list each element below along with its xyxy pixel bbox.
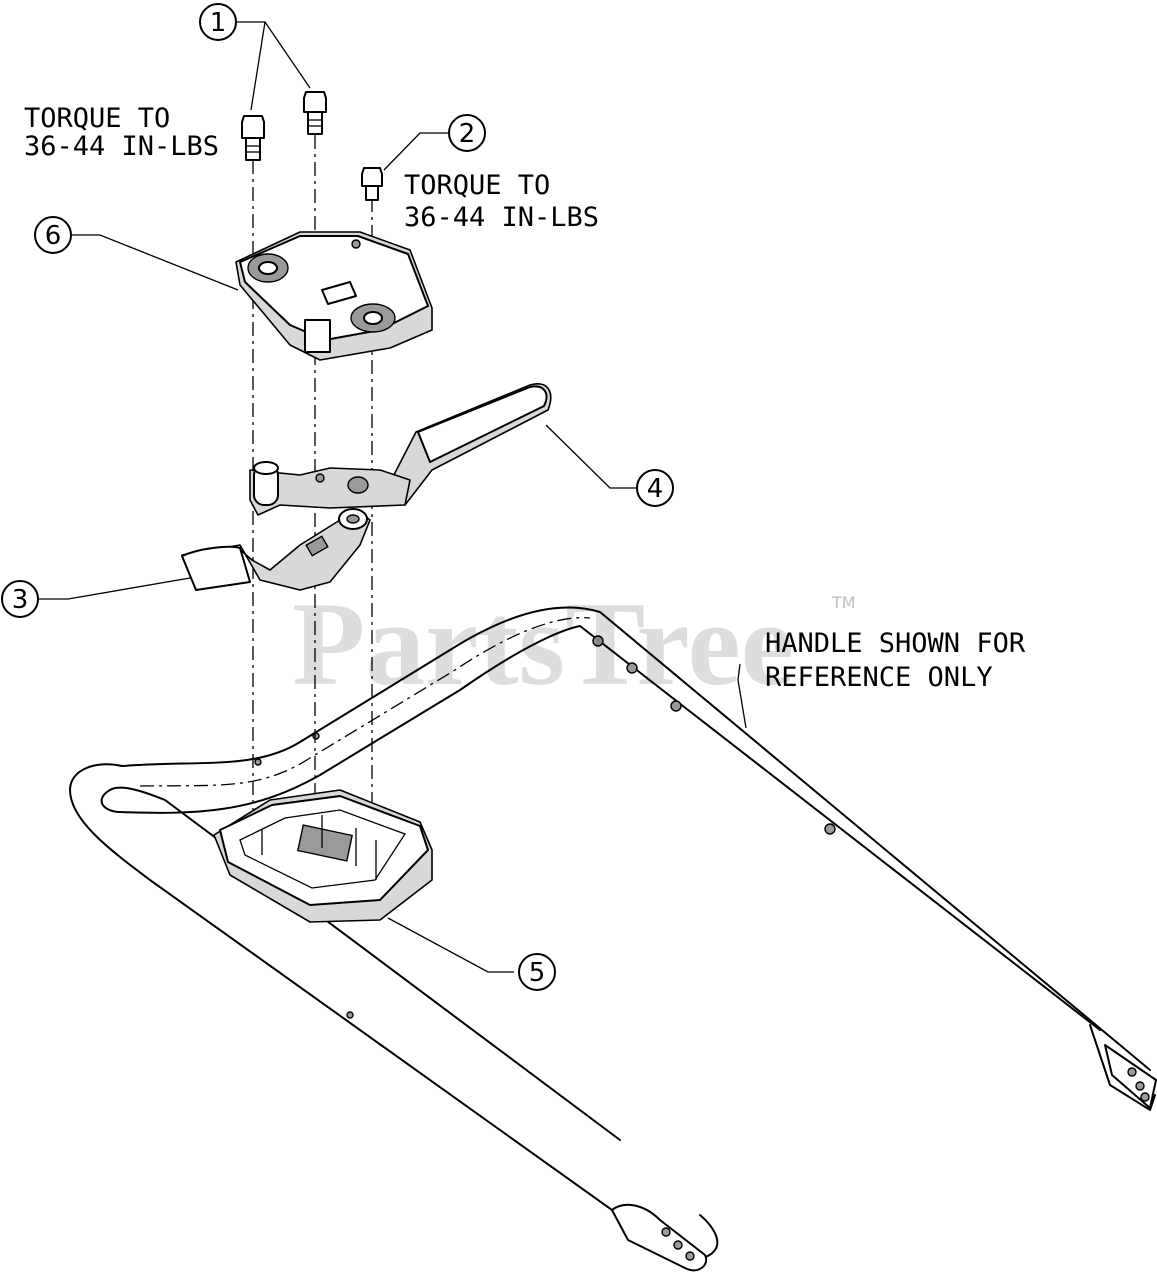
handle-note-line1: HANDLE SHOWN FOR (765, 628, 1026, 659)
callout-3: 3 (1, 580, 39, 618)
handle-note-line2: REFERENCE ONLY (765, 662, 993, 693)
callout-6-label: 6 (45, 221, 62, 251)
upper-cover-part-6 (235, 231, 433, 361)
torque-note-2-line1: TORQUE TO (404, 170, 550, 201)
bolt-part-1-b (303, 91, 327, 135)
torque-note-1-line2: 36-44 IN-LBS (24, 131, 219, 162)
handle-note: HANDLE SHOWN FOR REFERENCE ONLY (765, 628, 1026, 693)
callout-6: 6 (34, 216, 72, 254)
torque-note-2-line2: 36-44 IN-LBS (404, 202, 599, 233)
watermark-text: PartsTree (292, 577, 794, 710)
bolt-part-2 (361, 167, 383, 201)
watermark-trademark: TM (831, 593, 856, 612)
callout-2: 2 (448, 114, 486, 152)
callout-5-label: 5 (529, 958, 546, 988)
bolt-part-1-a (241, 115, 265, 161)
partstree-watermark: PartsTree TM (292, 577, 856, 710)
handle-reference (69, 606, 1157, 1272)
torque-note-1-line1: TORQUE TO (24, 103, 170, 134)
leader-lines (36, 21, 747, 973)
callout-4: 4 (636, 469, 674, 507)
lever-part-3 (181, 508, 371, 591)
callout-4-label: 4 (647, 474, 664, 504)
lever-part-4 (249, 383, 552, 516)
callout-5: 5 (518, 953, 556, 991)
lower-housing-part-5 (213, 789, 433, 923)
callout-1: 1 (199, 3, 237, 41)
torque-note-1: TORQUE TO 36-44 IN-LBS (24, 103, 219, 162)
callout-2-label: 2 (459, 119, 476, 149)
torque-note-2: TORQUE TO 36-44 IN-LBS (404, 170, 599, 233)
callout-1-label: 1 (210, 8, 227, 38)
callout-3-label: 3 (12, 585, 29, 615)
